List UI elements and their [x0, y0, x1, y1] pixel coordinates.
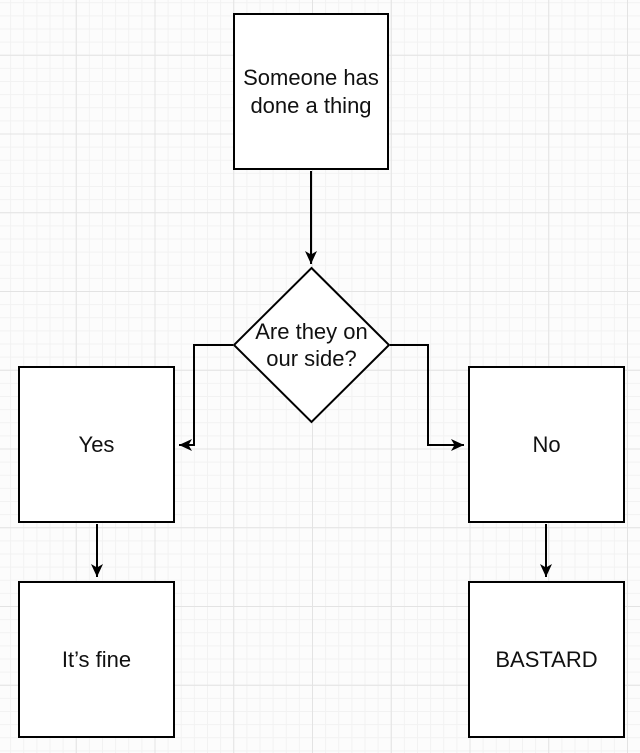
- node-start[interactable]: Someone has done a thing: [233, 13, 389, 170]
- node-no-label: No: [532, 431, 561, 457]
- decision-diamond-shape[interactable]: [232, 266, 391, 424]
- node-start-label: Someone has done a thing: [243, 65, 379, 118]
- node-decision[interactable]: Are they on our side?: [240, 267, 383, 423]
- node-no[interactable]: No: [468, 366, 625, 523]
- node-bastard-label: BASTARD: [495, 646, 598, 672]
- node-bastard[interactable]: BASTARD: [468, 581, 625, 738]
- edge-decision-to-yes: [179, 344, 233, 451]
- node-decision-label: Are they on our side?: [255, 318, 368, 372]
- node-yes[interactable]: Yes: [18, 366, 175, 523]
- node-yes-label: Yes: [78, 431, 115, 457]
- edge-decision-to-no: [390, 344, 464, 451]
- node-its-fine-label: It’s fine: [61, 646, 132, 672]
- node-its-fine[interactable]: It’s fine: [18, 581, 175, 738]
